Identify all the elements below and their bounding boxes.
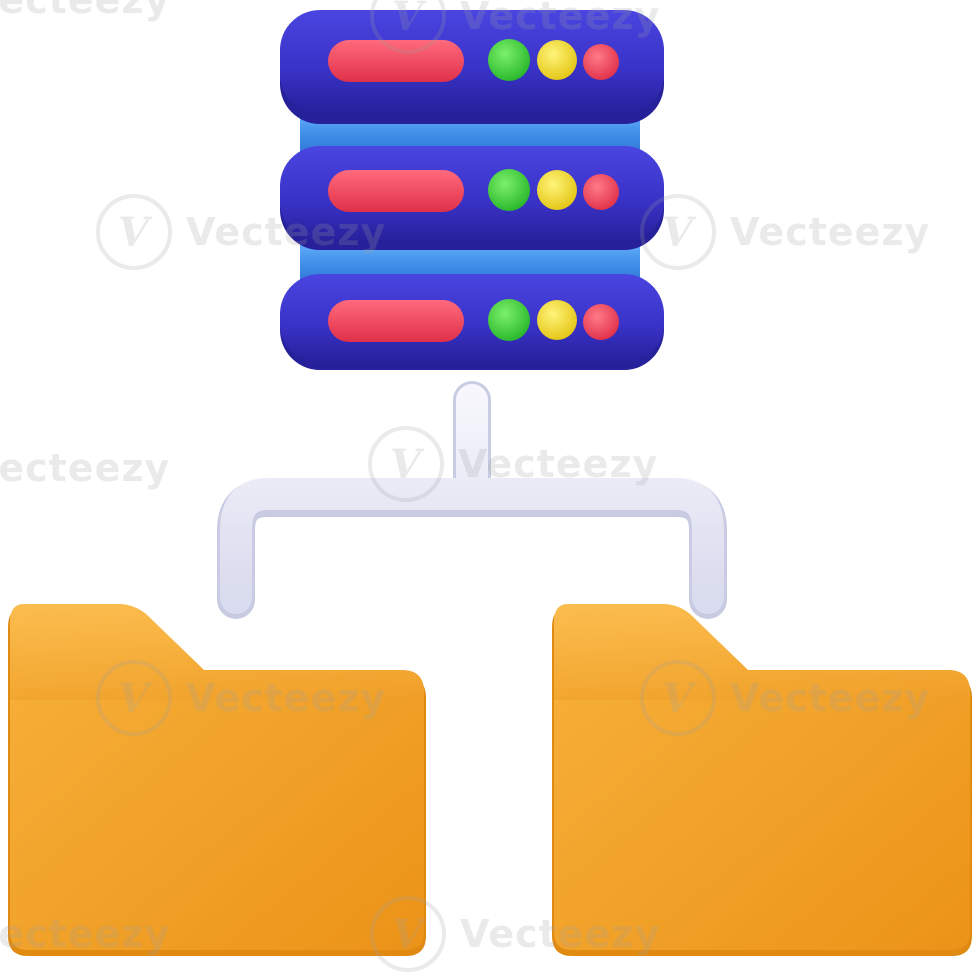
server-unit-3: [280, 274, 664, 370]
led-yellow: [537, 40, 577, 80]
led-red: [583, 174, 619, 210]
server-unit-2: [280, 146, 664, 250]
folder-icon: [552, 604, 972, 956]
led-red: [583, 44, 619, 80]
led-green: [488, 299, 530, 341]
indicator-bar: [328, 300, 464, 342]
folder-icon: [8, 604, 426, 956]
led-red: [583, 304, 619, 340]
led-green: [488, 169, 530, 211]
connector-pipe-icon: [217, 381, 727, 619]
indicator-bar: [328, 170, 464, 212]
led-green: [488, 39, 530, 81]
indicator-bar: [328, 40, 464, 82]
led-yellow: [537, 300, 577, 340]
led-yellow: [537, 170, 577, 210]
server-unit-1: [280, 10, 664, 124]
